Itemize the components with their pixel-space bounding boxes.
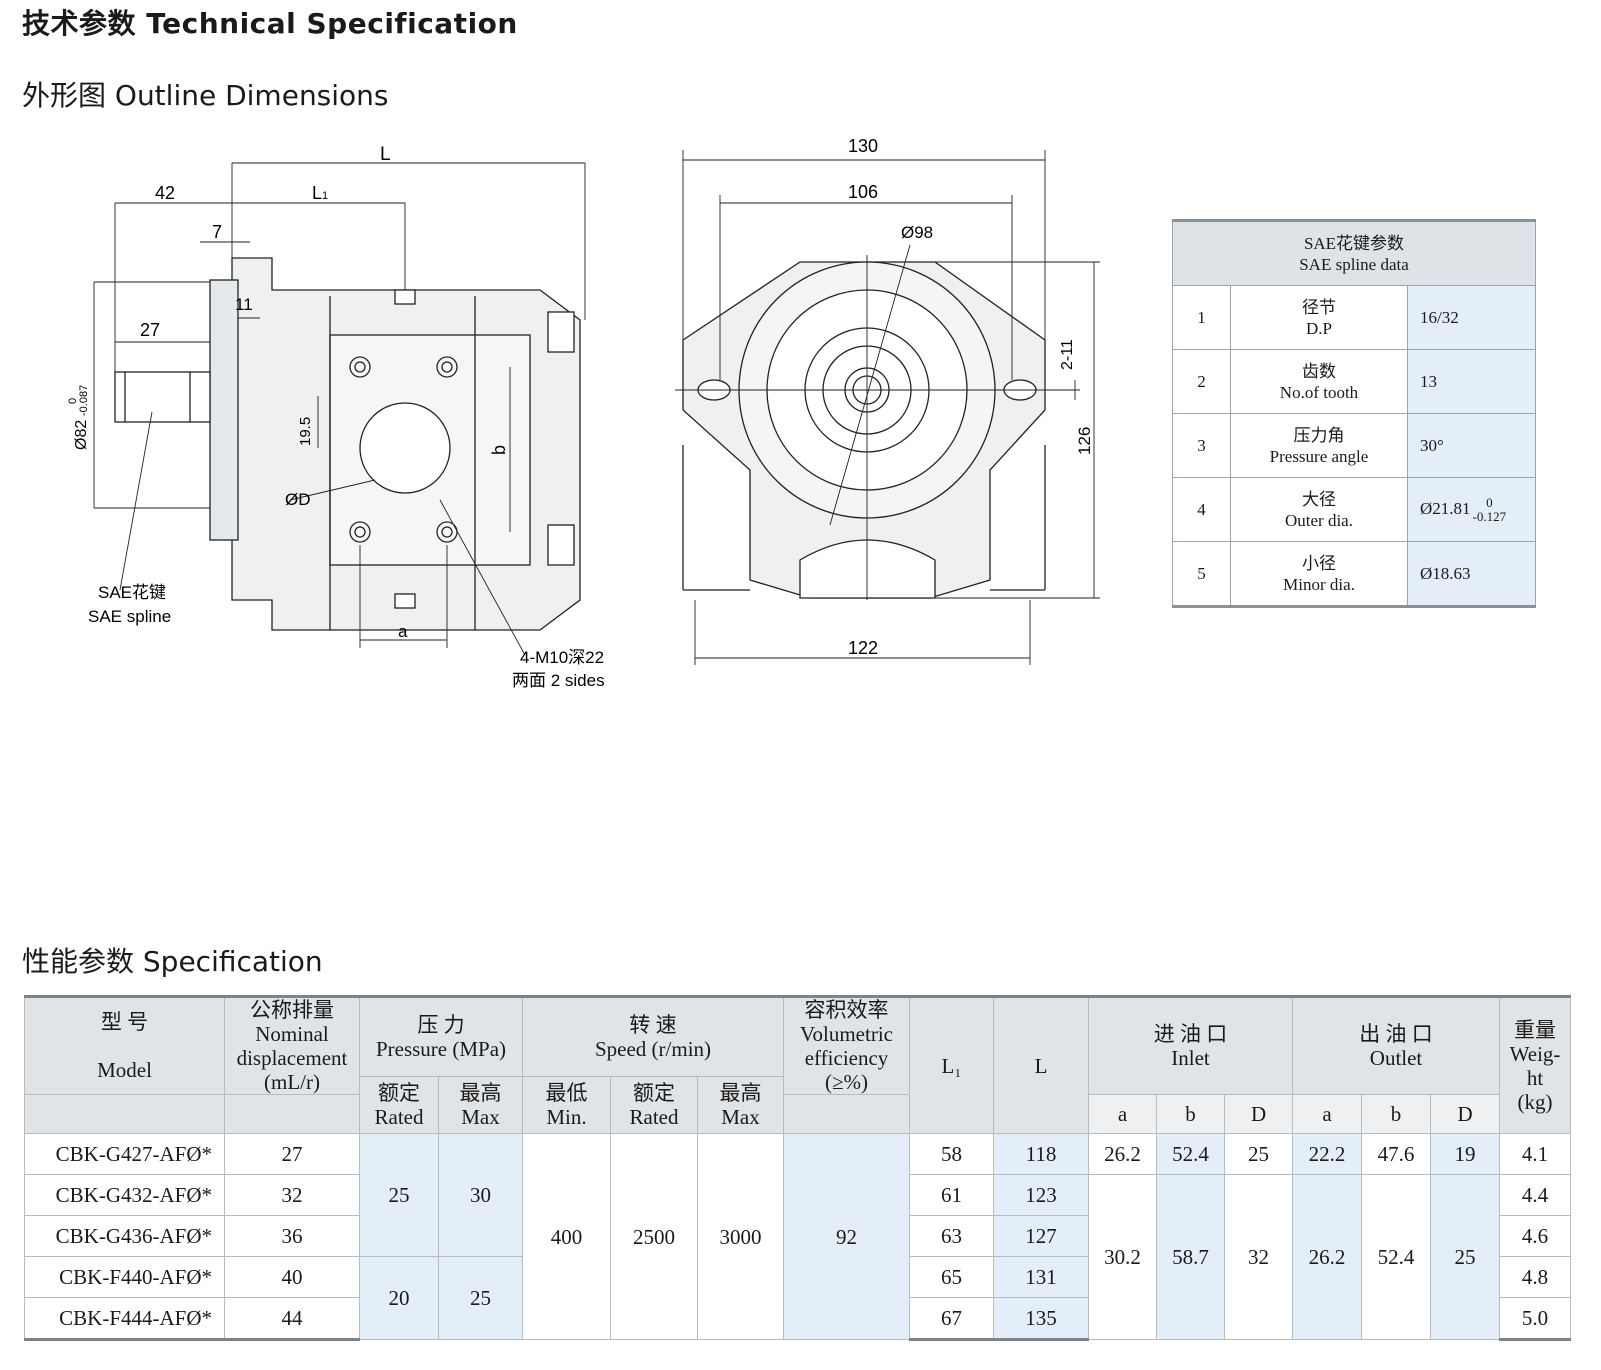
dim-a: a (398, 622, 408, 641)
outline-section-title: 外形图 Outline Dimensions (22, 79, 389, 112)
dim-27: 27 (140, 320, 160, 340)
sae-label-cn: SAE花键 (98, 583, 166, 602)
dim-19-5: 19.5 (297, 417, 314, 446)
dim-106: 106 (848, 182, 878, 202)
svg-text:-0.087: -0.087 (78, 385, 90, 416)
dim-130: 130 (848, 136, 878, 156)
col-L: L (993, 995, 1090, 1134)
col-outlet-b: b (1361, 1094, 1432, 1134)
table-row: CBK-G427-AFØ* 27 25 30 400 2500 3000 92 … (24, 1133, 1572, 1340)
dim-L1: L1 (312, 183, 328, 203)
page-title: 技术参数 Technical Specification (22, 7, 518, 40)
dim-7: 7 (212, 222, 222, 242)
dim-82: Ø82 0 -0.087 (67, 385, 90, 450)
col-outlet-a: a (1292, 1094, 1363, 1134)
dim-b: b (489, 445, 509, 455)
table-row: CBK-F440-AFØ* 40 20 25 65 131 4.8 (24, 1256, 1572, 1340)
spline-table-header: SAE花键参数 SAE spline data (1172, 219, 1536, 286)
dim-122: 122 (848, 638, 878, 658)
col-inlet-b: b (1156, 1094, 1226, 1134)
col-outlet-D: D (1430, 1094, 1501, 1134)
table-row: CBK-G432-AFØ* 32 61 123 30.2 58.7 32 26.… (24, 1174, 1572, 1340)
dim-11: 11 (235, 295, 253, 314)
col-inlet-D: D (1224, 1094, 1294, 1134)
dim-2-11: 2-11 (1059, 339, 1076, 370)
svg-text:0: 0 (67, 398, 79, 404)
side-view-drawing: L L1 42 7 11 27 Ø82 0 -0.087 19.5 b ØD a… (67, 144, 605, 690)
thread-label: 4-M10深22 (520, 648, 604, 667)
dim-D: ØD (285, 490, 311, 509)
dim-126: 126 (1075, 427, 1094, 455)
table-row: CBK-G436-AFØ* 36 63 127 4.6 (24, 1215, 1572, 1257)
dim-42: 42 (155, 183, 175, 203)
spec-section-title: 性能参数 Specification (22, 945, 323, 978)
dim-98: Ø98 (901, 223, 933, 242)
col-inlet-a: a (1088, 1094, 1158, 1134)
col-L1: L₁ (909, 995, 995, 1134)
table-row: CBK-F444-AFØ* 44 67 135 5.0 (24, 1297, 1572, 1341)
svg-text:Ø82: Ø82 (73, 420, 90, 450)
sides-label: 两面 2 sides (512, 671, 605, 690)
front-view-drawing: 130 106 Ø98 2-11 126 122 (675, 136, 1100, 665)
sae-label-en: SAE spline (88, 607, 171, 626)
dim-L: L (380, 144, 391, 165)
